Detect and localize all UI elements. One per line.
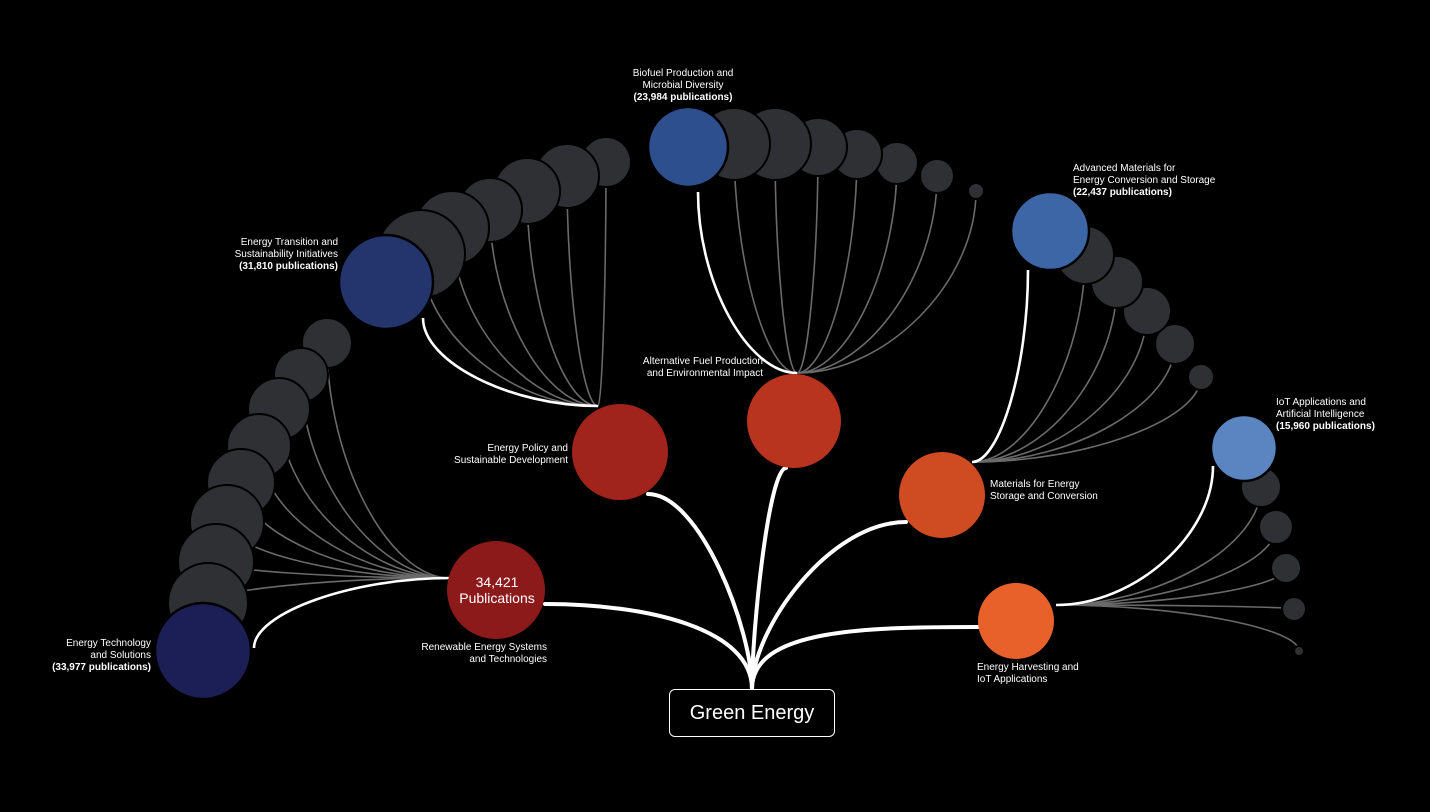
topic-node-renewable[interactable] [447, 541, 545, 639]
minor-node-harvest-3[interactable] [1258, 509, 1294, 545]
topic-node-policy[interactable] [572, 404, 668, 500]
count-unit: Publications [459, 590, 535, 606]
minor-link-altfuel-2 [796, 162, 898, 374]
renewable-count-label: 34,421 Publications [447, 574, 547, 606]
subtopic-link-tech [252, 576, 451, 649]
subtopic-node-advmat[interactable] [1009, 190, 1091, 272]
subtopic-link-biofuel [696, 191, 798, 375]
topic-label-renewable: Renewable Energy Systems and Technologie… [421, 642, 547, 665]
subtopic-label-advmat: Advanced Materials for Energy Conversion… [1073, 163, 1216, 198]
minor-link-harvest-1 [1055, 604, 1295, 610]
minor-link-harvest-3 [1055, 526, 1277, 606]
minor-node-harvest-2[interactable] [1270, 552, 1302, 584]
minor-link-renewable-2 [278, 408, 451, 579]
minor-node-altfuel-1[interactable] [919, 158, 955, 194]
minor-link-materials-3 [971, 281, 1118, 463]
subtopic-label-iot: IoT Applications and Artificial Intellig… [1276, 397, 1375, 432]
minor-node-materials-0[interactable] [1187, 363, 1215, 391]
minor-link-materials-4 [971, 254, 1086, 463]
subtopic-label-tech: Energy Technology and Solutions (33,977 … [52, 638, 151, 673]
topic-label-policy: Energy Policy and Sustainable Developmen… [454, 443, 568, 466]
minor-link-altfuel-5 [774, 143, 798, 374]
subtopic-label-transition: Energy Transition and Sustainability Ini… [234, 237, 338, 272]
minor-link-altfuel-4 [796, 146, 819, 374]
minor-link-harvest-4 [1055, 486, 1262, 606]
topic-node-altfuel[interactable] [747, 374, 841, 468]
minor-link-altfuel-0 [796, 190, 977, 374]
root-node-green-energy[interactable]: Green Energy [669, 689, 835, 737]
main-link-harvest [750, 625, 980, 691]
topic-node-harvest[interactable] [978, 583, 1054, 659]
main-link-altfuel [750, 466, 788, 691]
count-value: 34,421 [475, 574, 519, 590]
topic-label-materials: Materials for Energy Storage and Convers… [990, 479, 1098, 502]
subtopic-node-tech[interactable] [153, 601, 253, 701]
minor-link-altfuel-3 [796, 153, 858, 374]
minor-link-policy-2 [526, 190, 599, 407]
main-link-materials [750, 520, 908, 691]
minor-link-harvest-0 [1055, 604, 1300, 652]
root-label: Green Energy [689, 701, 815, 724]
minor-node-materials-1[interactable] [1154, 323, 1196, 365]
minor-link-materials-2 [971, 310, 1148, 463]
subtopic-node-iot[interactable] [1209, 413, 1279, 483]
minor-link-renewable-1 [300, 374, 451, 579]
minor-node-harvest-1[interactable] [1281, 596, 1307, 622]
subtopic-link-iot [1055, 465, 1215, 607]
minor-link-altfuel-1 [796, 175, 938, 374]
minor-link-altfuel-6 [733, 143, 798, 374]
main-link-renewable [543, 602, 754, 691]
main-link-policy [646, 492, 754, 691]
subtopic-link-advmat [971, 269, 1030, 464]
subtopic-node-transition[interactable] [337, 233, 435, 331]
topic-node-materials[interactable] [899, 452, 985, 538]
minor-link-materials-0 [971, 376, 1202, 463]
subtopic-link-transition [421, 317, 599, 408]
minor-link-policy-0 [597, 161, 607, 407]
minor-link-renewable-0 [326, 342, 451, 579]
topic-label-harvest: Energy Harvesting and IoT Applications [977, 662, 1079, 685]
topic-label-altfuel: Alternative Fuel Production and Environm… [642, 356, 763, 379]
minor-link-policy-1 [566, 175, 599, 407]
subtopic-label-biofuel: Biofuel Production and Microbial Diversi… [632, 68, 734, 103]
minor-node-altfuel-0[interactable] [967, 182, 985, 200]
minor-node-harvest-0[interactable] [1293, 645, 1305, 657]
subtopic-node-biofuel[interactable] [646, 105, 730, 189]
minor-link-policy-3 [489, 209, 599, 407]
minor-link-materials-1 [971, 343, 1176, 463]
